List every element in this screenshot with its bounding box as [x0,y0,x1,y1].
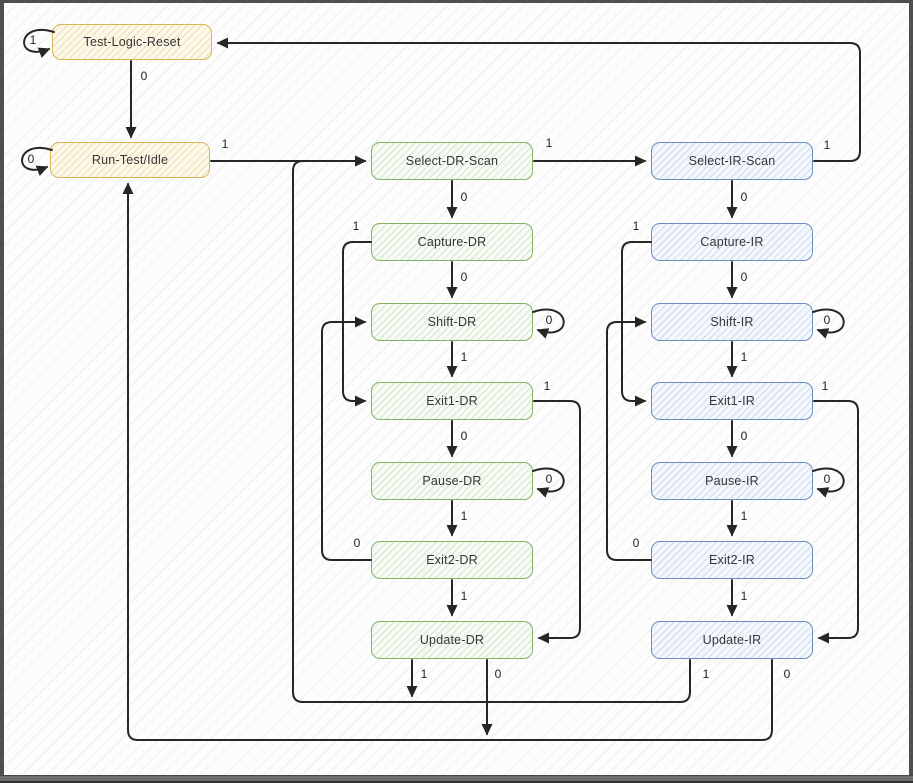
edge-label-rti-sdr: 1 [221,137,229,151]
edge-label-sir-cir: 0 [740,190,748,204]
state-node-cir[interactable]: Capture-IR [651,223,813,261]
state-label: Shift-DR [427,315,477,329]
state-label: Update-IR [702,633,762,647]
edge-label-e1dr-pdr: 0 [460,429,468,443]
edge-label-pdr-pdr: 0 [545,472,553,486]
state-node-sir[interactable]: Select-IR-Scan [651,142,813,180]
state-node-shir[interactable]: Shift-IR [651,303,813,341]
state-label: Exit2-IR [708,553,756,567]
edge-label-shir-e1ir: 1 [740,350,748,364]
state-label: Select-DR-Scan [405,154,499,168]
edge-label-e1ir-pir: 0 [740,429,748,443]
edge-label-cir-e1ir: 1 [632,219,640,233]
state-label: Update-DR [419,633,485,647]
edge-label-e2dr-udr: 1 [460,589,468,603]
state-node-rti[interactable]: Run-Test/Idle [50,142,210,178]
edge-label-udr-rti: 0 [494,667,502,681]
edge-label-e2ir-uir: 1 [740,589,748,603]
edge-label-pir-pir: 0 [823,472,831,486]
frame-bottom-bar [0,775,913,783]
edge-label-cdr-e1dr: 1 [352,219,360,233]
state-node-udr[interactable]: Update-DR [371,621,533,659]
edge-label-rti-rti: 0 [27,152,35,166]
edge-label-uir-rti: 0 [783,667,791,681]
edge-label-pir-e2ir: 1 [740,509,748,523]
frame-left-border [0,0,4,783]
edge-label-pdr-e2dr: 1 [460,509,468,523]
edge-label-e2ir-shir: 0 [632,536,640,550]
state-label: Capture-DR [417,235,487,249]
state-node-e1ir[interactable]: Exit1-IR [651,382,813,420]
edge-label-e1ir-uir: 1 [821,379,829,393]
state-node-cdr[interactable]: Capture-DR [371,223,533,261]
edge-label-udr-sdr: 1 [420,667,428,681]
state-label: Shift-IR [710,315,754,329]
state-label: Pause-DR [422,474,482,488]
edge-label-tlr-tlr: 1 [29,33,37,47]
state-label: Run-Test/Idle [91,153,169,167]
edge-label-shdr-e1dr: 1 [460,350,468,364]
frame-right-border [909,0,913,783]
state-node-shdr[interactable]: Shift-DR [371,303,533,341]
state-label: Test-Logic-Reset [83,35,181,49]
edge-label-sdr-sir: 1 [545,136,553,150]
state-label: Capture-IR [700,235,764,249]
edge-label-e1dr-udr: 1 [543,379,551,393]
state-node-pir[interactable]: Pause-IR [651,462,813,500]
edge-label-cdr-shdr: 0 [460,270,468,284]
edge-label-cir-shir: 0 [740,270,748,284]
state-label: Exit2-DR [426,553,478,567]
frame-top-border [0,0,913,3]
edge-label-uir-sdr: 1 [702,667,710,681]
edge-label-shir-shir: 0 [823,313,831,327]
state-label: Exit1-DR [426,394,478,408]
edge-label-tlr-rti: 0 [140,69,148,83]
state-node-uir[interactable]: Update-IR [651,621,813,659]
state-label: Select-IR-Scan [688,154,776,168]
state-label: Exit1-IR [708,394,756,408]
edge-label-sir-tlr: 1 [823,138,831,152]
edge-label-shdr-shdr: 0 [545,313,553,327]
state-node-sdr[interactable]: Select-DR-Scan [371,142,533,180]
edge-label-sdr-cdr: 0 [460,190,468,204]
state-label: Pause-IR [705,474,759,488]
state-node-e2ir[interactable]: Exit2-IR [651,541,813,579]
state-node-pdr[interactable]: Pause-DR [371,462,533,500]
state-node-tlr[interactable]: Test-Logic-Reset [52,24,212,60]
edge-label-e2dr-shdr: 0 [353,536,361,550]
state-node-e1dr[interactable]: Exit1-DR [371,382,533,420]
state-node-e2dr[interactable]: Exit2-DR [371,541,533,579]
